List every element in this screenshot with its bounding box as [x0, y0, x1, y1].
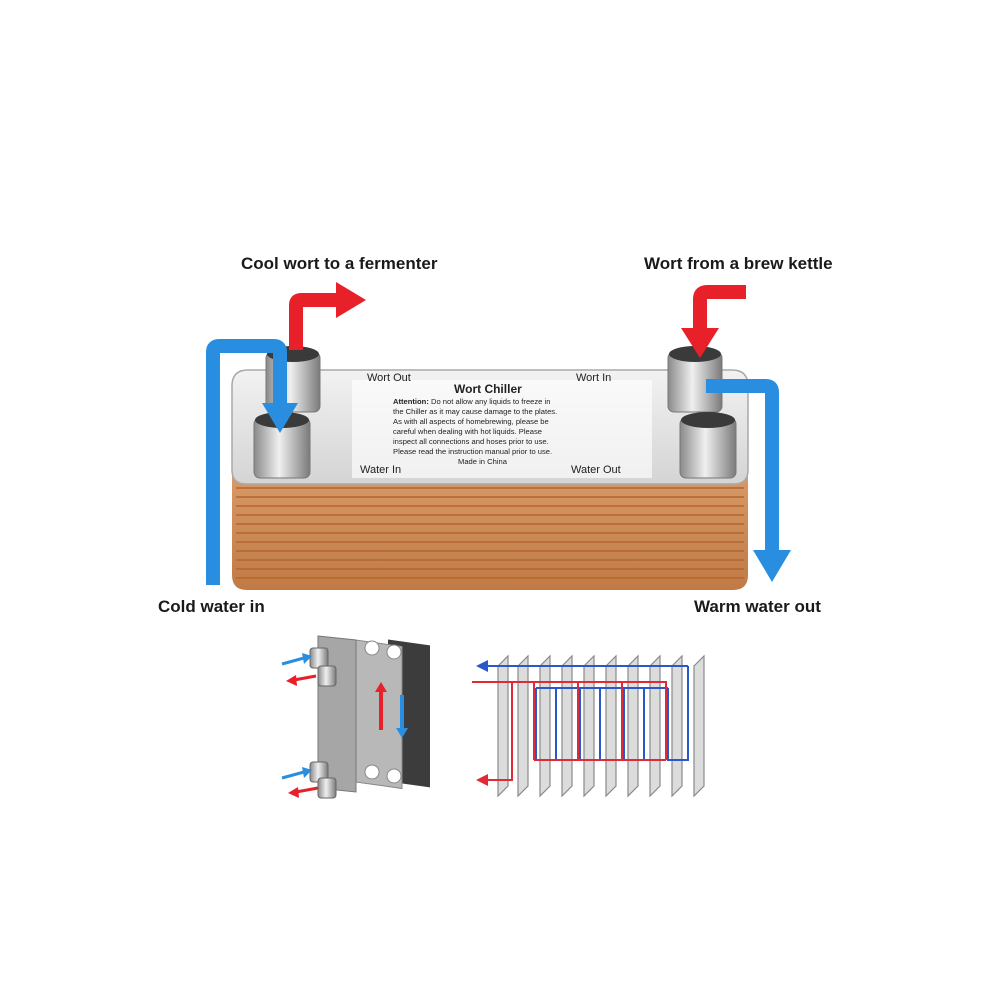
label-sticker — [352, 380, 652, 478]
cold-water-arrow — [206, 339, 298, 585]
small-flow-arrows — [281, 653, 319, 798]
callout-wort-from-kettle: Wort from a brew kettle — [644, 254, 833, 273]
hot-out-arrowhead — [476, 774, 488, 786]
label-line: careful when dealing with hot liquids. P… — [393, 427, 542, 436]
label-water-in: Water In — [360, 464, 401, 476]
middle-plate — [355, 639, 408, 790]
warm-water-arrow — [706, 379, 791, 582]
label-made-in: Made in China — [458, 457, 508, 466]
label-line: As with all aspects of homebrewing, plea… — [393, 417, 549, 426]
label-line: inspect all connections and hoses prior … — [393, 437, 549, 446]
exploded-plates-illustration — [281, 635, 430, 799]
label-title: Wort Chiller — [454, 382, 522, 396]
port-wort-in — [667, 346, 723, 413]
label-line: Please read the instruction manual prior… — [393, 447, 552, 456]
port-water-out — [679, 412, 737, 479]
label-wort-in: Wort In — [576, 372, 611, 384]
copper-plate-lines — [236, 487, 744, 579]
label-water-out: Water Out — [571, 464, 621, 476]
chiller-body: Wort Out Wort In Wort Chiller Attention:… — [231, 346, 749, 590]
callout-cool-wort: Cool wort to a fermenter — [241, 254, 438, 273]
kettle-wort-arrow — [681, 285, 746, 358]
cool-wort-arrow — [289, 282, 366, 350]
hot-circuit-lines — [472, 681, 667, 781]
label-attention-line: Attention: Do not allow any liquids to f… — [393, 397, 550, 406]
cold-out-arrowhead — [476, 660, 488, 672]
front-plate — [309, 635, 357, 799]
cross-section-illustration — [472, 654, 705, 798]
callout-warm-water-out: Warm water out — [694, 597, 821, 616]
callout-cold-water-in: Cold water in — [158, 597, 265, 616]
label-line: the Chiller as it may cause damage to th… — [393, 407, 557, 416]
label-wort-out: Wort Out — [367, 372, 411, 384]
